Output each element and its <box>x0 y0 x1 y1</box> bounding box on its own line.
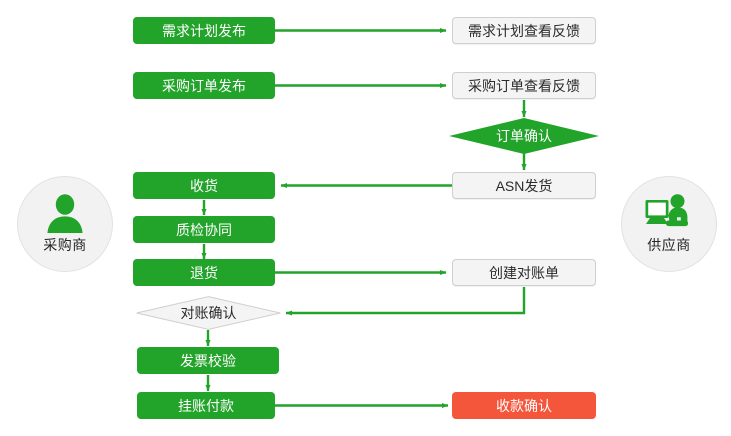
person-icon <box>44 193 86 233</box>
node-label: ASN发货 <box>495 177 553 194</box>
node-label: 创建对账单 <box>489 264 559 281</box>
diamond-shape <box>449 118 599 154</box>
node-label: 收货 <box>190 177 218 194</box>
node-label: 对账确认 <box>180 305 237 321</box>
node-label: 需求计划发布 <box>162 22 246 39</box>
role-buyer-label: 采购商 <box>43 237 87 253</box>
node-label: 采购订单查看反馈 <box>468 77 580 94</box>
node-label: 退货 <box>190 264 218 281</box>
node-recon-confirm[interactable]: 对账确认 <box>136 296 281 330</box>
node-label: 收款确认 <box>496 397 552 414</box>
role-supplier: 供应商 <box>621 176 717 272</box>
node-label: 发票校验 <box>180 352 236 369</box>
node-invoice-check[interactable]: 发票校验 <box>137 347 279 374</box>
node-payable-payment[interactable]: 挂账付款 <box>137 392 275 419</box>
node-receive-goods[interactable]: 收货 <box>133 172 275 199</box>
node-demand-plan-feedback[interactable]: 需求计划查看反馈 <box>452 17 596 44</box>
node-purchase-order-feedback[interactable]: 采购订单查看反馈 <box>452 72 596 99</box>
node-label: 采购订单发布 <box>162 77 246 94</box>
node-asn-shipment[interactable]: ASN发货 <box>452 172 596 199</box>
node-label: 质检协同 <box>176 221 232 238</box>
diamond-shape <box>136 296 281 330</box>
node-create-reconciliation[interactable]: 创建对账单 <box>452 259 596 286</box>
node-purchase-order-publish[interactable]: 采购订单发布 <box>133 72 275 99</box>
node-demand-plan-publish[interactable]: 需求计划发布 <box>133 17 275 44</box>
node-label: 需求计划查看反馈 <box>468 22 580 39</box>
node-quality-collab[interactable]: 质检协同 <box>133 216 275 243</box>
node-order-confirm[interactable]: 订单确认 <box>449 118 599 154</box>
edge-create-reconciliation-to-recon-confirm <box>285 287 526 316</box>
person-computer-icon <box>644 193 694 233</box>
node-return-goods[interactable]: 退货 <box>133 259 275 286</box>
node-label: 订单确认 <box>496 128 552 144</box>
role-supplier-label: 供应商 <box>647 237 691 253</box>
node-receipt-confirm[interactable]: 收款确认 <box>452 392 596 419</box>
role-buyer: 采购商 <box>17 176 113 272</box>
node-label: 挂账付款 <box>178 397 234 414</box>
